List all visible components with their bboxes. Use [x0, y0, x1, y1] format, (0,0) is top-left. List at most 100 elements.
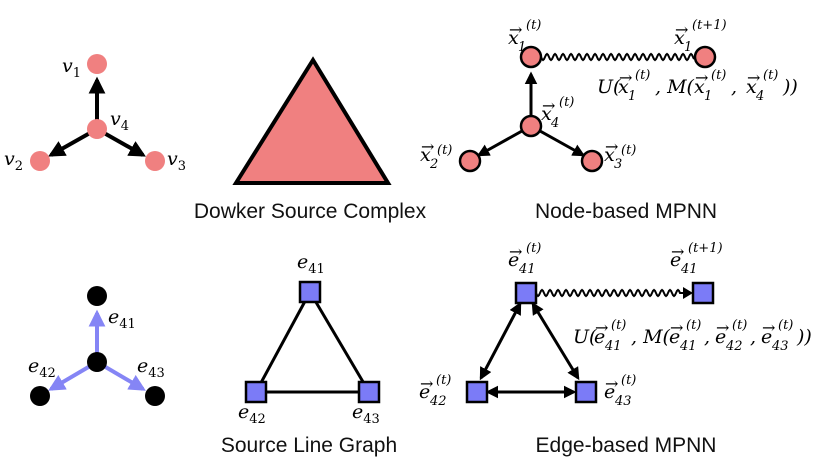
- svg-text:→: →: [605, 137, 618, 156]
- svg-text:(t): (t): [621, 373, 636, 388]
- svg-text:→: →: [421, 137, 434, 156]
- svg-text:→: →: [605, 374, 618, 393]
- svg-text:→: →: [509, 242, 522, 261]
- edge-update-formula: U( → e 41 (t) , M( → e 41 (t) , → e 42 (…: [573, 318, 812, 354]
- svg-text:43: 43: [771, 339, 789, 354]
- svg-text:x: x: [604, 144, 615, 166]
- svg-text:41: 41: [680, 262, 698, 277]
- dowker-triangle: [232, 56, 392, 185]
- em-label-e42: → e 42 (t): [419, 373, 451, 409]
- svg-text:x: x: [746, 76, 757, 98]
- lg-label-e42: e42: [238, 401, 266, 427]
- svg-text:42: 42: [429, 394, 447, 409]
- svg-text:e: e: [670, 249, 681, 271]
- svg-text:(t): (t): [437, 143, 452, 158]
- svg-text:41: 41: [604, 339, 622, 354]
- svg-text:x: x: [508, 27, 519, 49]
- svg-text:(t+1): (t+1): [688, 241, 723, 256]
- em-label-e41: → e 41 (t): [508, 241, 541, 277]
- svg-text:(t): (t): [778, 318, 793, 333]
- edge-graph-panel: e41 e42 e43: [28, 286, 165, 406]
- label-e43: e43: [137, 355, 165, 381]
- svg-text:U(: U(: [597, 76, 621, 98]
- em-edge-41-42: [479, 301, 522, 381]
- svg-text:(t): (t): [526, 241, 541, 256]
- svg-text:1: 1: [704, 89, 712, 104]
- svg-text:(t): (t): [686, 318, 701, 333]
- svg-text:x: x: [541, 103, 552, 125]
- label-v3: v3: [167, 148, 186, 174]
- node-v1: [87, 54, 107, 74]
- label-e42: e42: [28, 355, 56, 381]
- node-mpnn-panel: → x 1 (t) → x 1 (t+1) → x 4 (t) → x 2 (t…: [420, 18, 798, 223]
- em-node-e42: [465, 380, 489, 404]
- svg-text:e: e: [761, 326, 772, 348]
- svg-text:1: 1: [628, 89, 636, 104]
- node-black-center: [87, 352, 107, 372]
- lg-node-e42: [244, 380, 268, 404]
- line-graph-panel: e41 e42 e43 Source Line Graph: [221, 251, 397, 457]
- em-node-e43: [574, 380, 598, 404]
- wavy-edge-arrowhead: [683, 287, 693, 299]
- svg-text:→: →: [670, 318, 683, 337]
- lg-node-e41: [298, 280, 322, 304]
- wavy-update-arrow-edge: [535, 288, 684, 298]
- svg-text:)): )): [782, 76, 798, 98]
- svg-text:(t): (t): [436, 373, 451, 388]
- svg-text:→: →: [716, 318, 729, 337]
- svg-text:(t): (t): [611, 318, 626, 333]
- svg-text:)): )): [796, 326, 812, 348]
- svg-text:1: 1: [684, 40, 692, 55]
- lg-node-e43: [357, 380, 381, 404]
- svg-text:(t): (t): [526, 18, 541, 33]
- svg-text:(t): (t): [621, 143, 636, 158]
- node-x1: [519, 45, 543, 69]
- svg-text:,: ,: [704, 326, 710, 348]
- svg-text:2: 2: [429, 157, 438, 172]
- svg-text:(t+1): (t+1): [692, 18, 727, 33]
- svg-text:1: 1: [518, 40, 526, 55]
- node-black-top: [87, 286, 107, 306]
- svg-text:(t): (t): [711, 68, 726, 83]
- svg-text:→: →: [619, 68, 632, 87]
- em-label-e41-next: → e 41 (t+1): [670, 241, 723, 277]
- caption-node-mpnn: Node-based MPNN: [535, 200, 717, 223]
- node-black-right: [145, 386, 165, 406]
- em-node-e41: [514, 281, 538, 305]
- label-v4: v4: [110, 108, 129, 134]
- svg-text:U(: U(: [573, 326, 597, 348]
- label-x3: → x 3 (t): [604, 137, 636, 172]
- edge-mpnn-panel: → e 41 (t) → e 41 (t+1) → e 42 (t) → e 4…: [419, 241, 812, 457]
- svg-text:41: 41: [679, 339, 697, 354]
- svg-text:(t): (t): [732, 318, 747, 333]
- svg-text:x: x: [420, 144, 431, 166]
- svg-text:→: →: [747, 68, 760, 87]
- node-x3: [580, 149, 604, 173]
- svg-text:→: →: [595, 318, 608, 337]
- svg-text:,: ,: [731, 76, 737, 98]
- svg-text:, M(: , M(: [631, 326, 671, 348]
- svg-text:x: x: [618, 76, 629, 98]
- em-edge-41-43: [531, 301, 580, 381]
- label-x4: → x 4 (t): [541, 95, 574, 131]
- svg-text:,: ,: [750, 326, 756, 348]
- svg-text:42: 42: [725, 339, 743, 354]
- svg-text:e: e: [604, 381, 615, 403]
- caption-edge-mpnn: Edge-based MPNN: [536, 434, 717, 457]
- label-x1-next: → x 1 (t+1): [674, 18, 727, 55]
- caption-line-graph: Source Line Graph: [221, 434, 397, 457]
- label-v2: v2: [4, 148, 23, 174]
- lg-edge-41-43: [308, 291, 371, 393]
- node-x2: [458, 149, 482, 173]
- svg-text:e: e: [419, 381, 430, 403]
- svg-text:43: 43: [614, 394, 632, 409]
- svg-text:e: e: [508, 249, 519, 271]
- svg-text:e: e: [669, 326, 680, 348]
- svg-text:→: →: [542, 96, 555, 115]
- svg-text:→: →: [509, 20, 522, 39]
- label-v1: v1: [62, 55, 81, 81]
- svg-text:(t): (t): [763, 68, 778, 83]
- wavy-update-arrow-node: [540, 52, 695, 62]
- label-x2: → x 2 (t): [420, 137, 452, 172]
